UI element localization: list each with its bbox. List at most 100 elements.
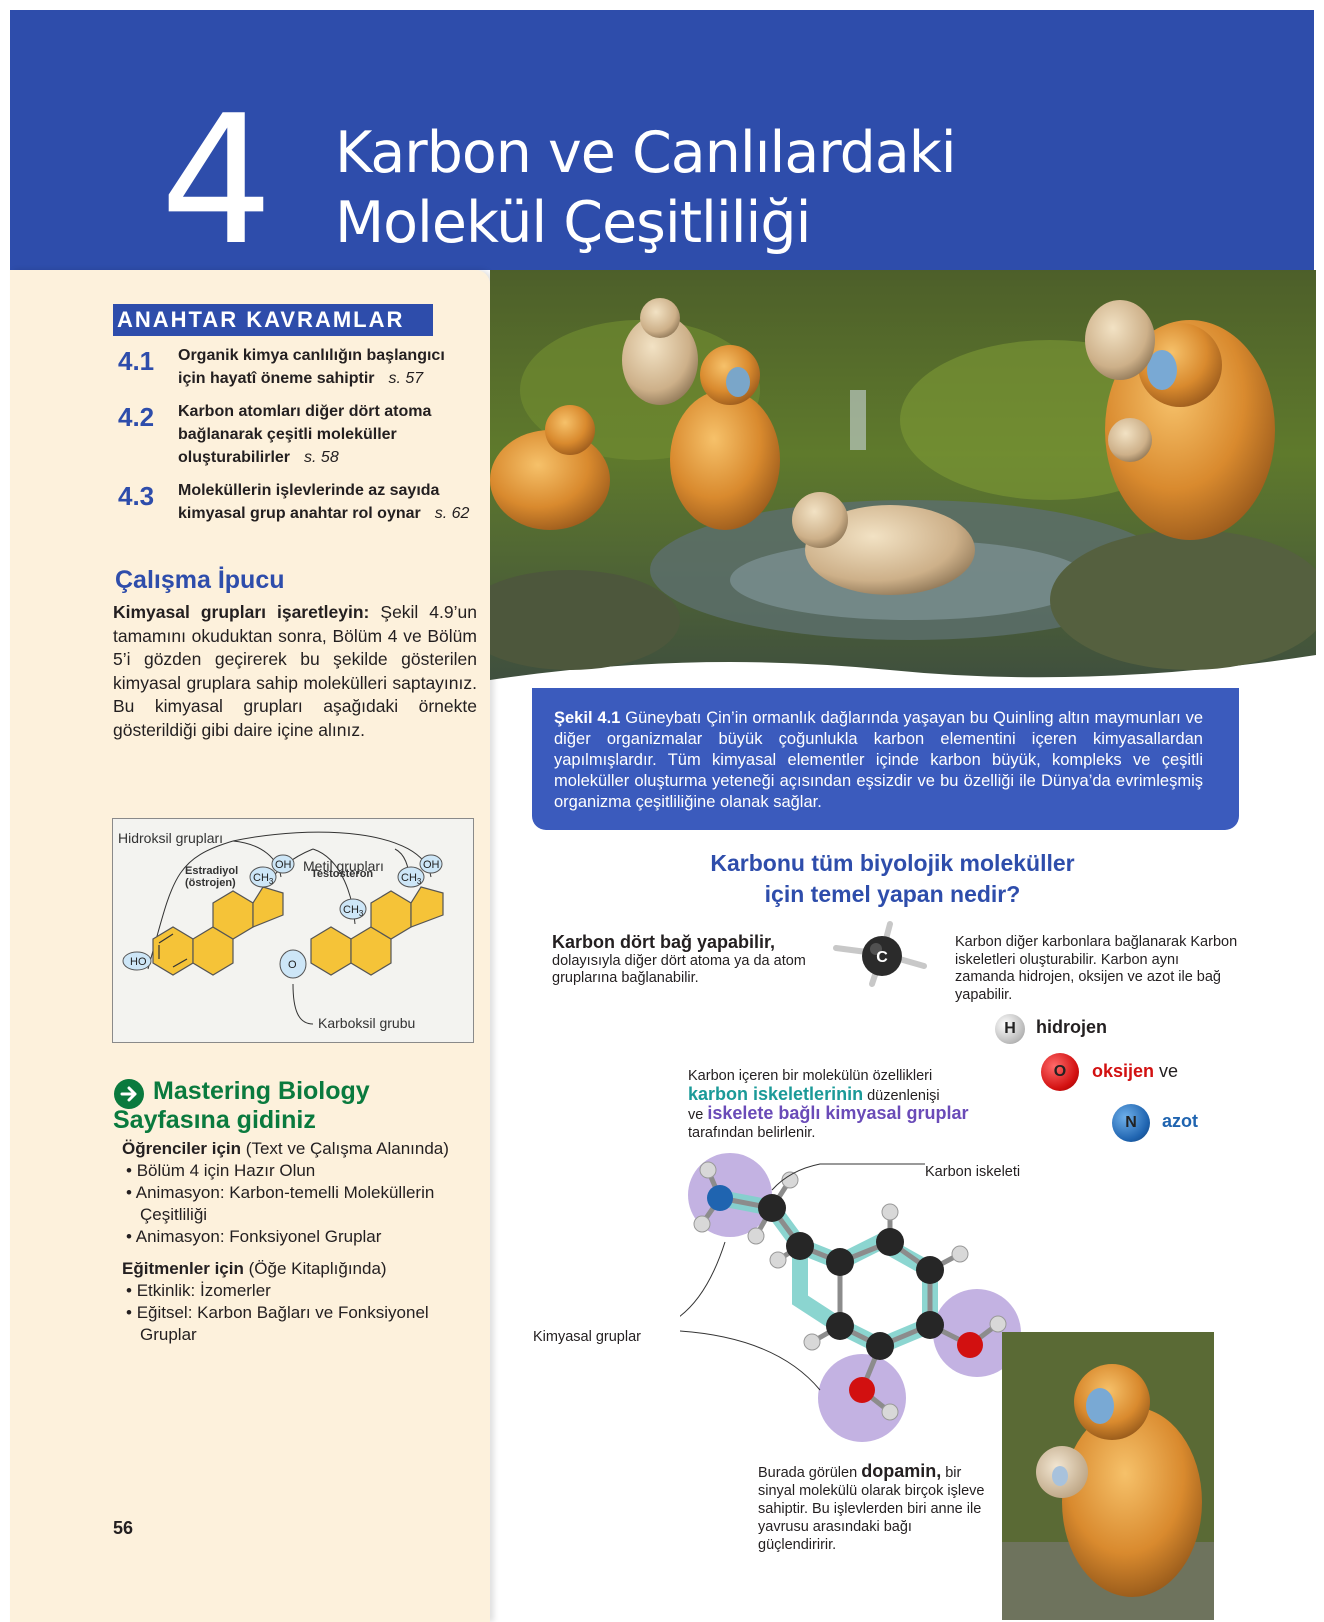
mother-infant-illustration	[1002, 1332, 1214, 1620]
testosterone-label: Testosteron	[311, 868, 373, 880]
oxygen-label: oksijen ve	[1092, 1061, 1178, 1082]
carbon-bonds-heading: Karbon dört bağ yapabilir,	[552, 932, 776, 952]
carbon-skeleton-text: Karbon diğer karbonlara bağlanarak Karbo…	[955, 934, 1238, 1003]
mastering-resource-list: Öğrenciler için (Text ve Çalışma Alanınd…	[122, 1138, 482, 1346]
chapter-title: Karbon ve Canlılardaki Molekül Çeşitlili…	[335, 118, 957, 258]
steroid-figure: HO OH OH O CH3 CH3 CH3 Hidroksil gruplar…	[112, 818, 474, 1043]
groups-leader-line	[680, 1241, 726, 1317]
methyl-highlight	[339, 898, 367, 920]
carbon-skeleton-label: Karbon iskeleti	[925, 1164, 1021, 1180]
carbon-symbol: C	[876, 949, 888, 966]
nitrogen-label: azot	[1162, 1111, 1198, 1131]
carboxyl-leader-line	[292, 983, 314, 1025]
students-heading-label: Öğrenciler için	[122, 1139, 242, 1158]
molecule-properties-text: Karbon içeren bir molekülün özellikleri …	[688, 1068, 988, 1142]
section-question-line2: için temel yapan nedir?	[764, 881, 1021, 907]
teachers-note: (Öğe Kitaplığında)	[248, 1259, 387, 1278]
ch3-subscript: 3	[359, 909, 364, 918]
teachers-heading: Eğitmenler için (Öğe Kitaplığında)	[122, 1258, 482, 1280]
chemical-groups-term: iskelete bağlı kimyasal gruplar	[707, 1103, 969, 1123]
list-item[interactable]: • Animasyon: Fonksiyonel Gruplar	[126, 1227, 382, 1246]
steroid-diagram: HO OH OH O CH3 CH3 CH3 Hidroksil gruplar…	[118, 830, 444, 1031]
list-item-label: Etkinlik: İzomerler	[136, 1281, 271, 1300]
ch3-subscript: 3	[269, 877, 274, 886]
ring	[310, 926, 352, 976]
dopamine-text: Burada görülen dopamin, bir sinyal molek…	[758, 1462, 988, 1554]
estradiol-label: Estradiyol	[185, 865, 238, 877]
nitrogen-atom	[707, 1185, 733, 1211]
chapter-title-line1: Karbon ve Canlılardaki	[335, 120, 957, 186]
key-concept-text: Organik kimya canlılığın başlangıcı için…	[178, 344, 478, 390]
figure-caption-text: Güneybatı Çin’in ormanlık dağlarında yaş…	[554, 709, 1203, 811]
oh-label: OH	[423, 859, 440, 871]
list-item[interactable]: • Bölüm 4 için Hazır Olun	[126, 1161, 316, 1180]
figure-caption-label: Şekil 4.1	[554, 709, 621, 727]
hydroxyl-highlight	[271, 854, 295, 874]
study-tip-text: Şekil 4.9’un tamamını okuduktan sonra, B…	[113, 602, 477, 740]
ring	[410, 886, 444, 928]
molecule-text-line: Karbon içeren bir molekülün özellikleri	[688, 1068, 933, 1084]
dopamine-term: dopamin,	[861, 1461, 942, 1481]
oxygen-atom	[849, 1377, 875, 1403]
and-text: ve	[1159, 1061, 1179, 1081]
chapter-title-line2: Molekül Çeşitliliği	[335, 190, 811, 256]
key-concept-line: bağlanarak çeşitli moleküller	[178, 426, 397, 443]
oh-label: OH	[275, 859, 292, 871]
hydrogen-label: hidrojen	[1036, 1017, 1107, 1037]
teachers-heading-label: Eğitmenler için	[122, 1259, 244, 1278]
dopamine-molecule	[680, 1153, 1021, 1442]
ring	[252, 886, 284, 928]
key-concept-line: Moleküllerin işlevlerinde az sayıda	[178, 482, 440, 499]
hydroxyl-highlight	[419, 854, 443, 874]
chapter-number: 4	[160, 77, 274, 284]
carboxyl-group-label: Karboksil grubu	[318, 1015, 415, 1031]
arrow-right-icon	[114, 1079, 144, 1109]
dopamine-text-post: bir sinyal molekülü olarak birçok işleve…	[758, 1465, 985, 1553]
ch3-label: CH3	[343, 904, 364, 918]
oxygen-atom-icon: O	[1041, 1053, 1079, 1091]
key-concept-page: s. 58	[304, 449, 339, 466]
key-concept-line: Organik kimya canlılığın başlangıcı	[178, 347, 445, 364]
ch3-label: CH3	[253, 872, 274, 886]
list-item[interactable]: • Eğitsel: Karbon Bağları ve Fonksiyonel…	[126, 1303, 429, 1344]
hydroxyl-highlight	[122, 951, 152, 971]
mother-infant-monkey-photo	[1002, 1332, 1214, 1620]
key-concepts-heading: ANAHTAR KAVRAMLAR	[113, 304, 433, 336]
methyl-highlight	[249, 866, 277, 888]
chemical-groups-label: Kimyasal gruplar	[533, 1329, 641, 1345]
study-tip-lead: Kimyasal grupları işaretleyin:	[113, 602, 370, 622]
list-item-label: Eğitsel: Karbon Bağları ve Fonksiyonel G…	[136, 1303, 429, 1344]
list-item-label: Bölüm 4 için Hazır Olun	[136, 1161, 316, 1180]
list-item[interactable]: • Etkinlik: İzomerler	[126, 1281, 271, 1300]
key-concept-number: 4.1	[118, 346, 155, 376]
carbon-skeleton-term: karbon iskeletlerinin	[688, 1083, 864, 1104]
carboxyl-highlight	[279, 949, 307, 979]
monkeys-photo	[490, 270, 1316, 690]
key-concept-number: 4.3	[118, 481, 155, 511]
oxygen-atom	[957, 1332, 983, 1358]
carbon-bonds-body: dolayısıyla diğer dört atoma ya da atom …	[552, 953, 806, 986]
mastering-biology-title[interactable]: Mastering Biology Sayfasına gidiniz	[113, 1077, 370, 1135]
molecule-text-line: tarafından belirlenir.	[688, 1124, 816, 1141]
students-heading: Öğrenciler için (Text ve Çalışma Alanınd…	[122, 1138, 482, 1160]
list-item[interactable]: • Animasyon: Karbon-temelli Moleküllerin…	[126, 1183, 435, 1224]
methyl-highlight	[397, 866, 425, 888]
carbon-bonds-text: Karbon dört bağ yapabilir, dolayısıyla d…	[552, 932, 822, 987]
hydroxyl-groups-label: Hidroksil grupları	[118, 830, 223, 846]
key-concept-text: Karbon atomları diğer dört atoma bağlana…	[178, 400, 478, 469]
oxygen-label-text: oksijen	[1092, 1061, 1155, 1081]
ch3-main: CH	[343, 904, 359, 916]
nitrogen-atom-icon: N	[1112, 1104, 1150, 1142]
chapter-header	[10, 10, 1314, 270]
list-item-label: Animasyon: Fonksiyonel Gruplar	[135, 1227, 382, 1246]
key-concept-number: 4.2	[118, 402, 155, 432]
monkeys-photo-illustration	[490, 270, 1316, 680]
key-concept-text: Moleküllerin işlevlerinde az sayıda kimy…	[178, 479, 478, 525]
key-concept-line: kimyasal grup anahtar rol oynar	[178, 505, 421, 522]
methyl-groups-label: Metil grupları	[303, 858, 384, 874]
key-concept-line: oluşturabilirler	[178, 449, 291, 466]
students-note: (Text ve Çalışma Alanında)	[245, 1139, 449, 1158]
ch3-subscript: 3	[417, 877, 422, 886]
o-label: O	[288, 959, 297, 971]
key-concept-line: Karbon atomları diğer dört atoma	[178, 403, 432, 420]
